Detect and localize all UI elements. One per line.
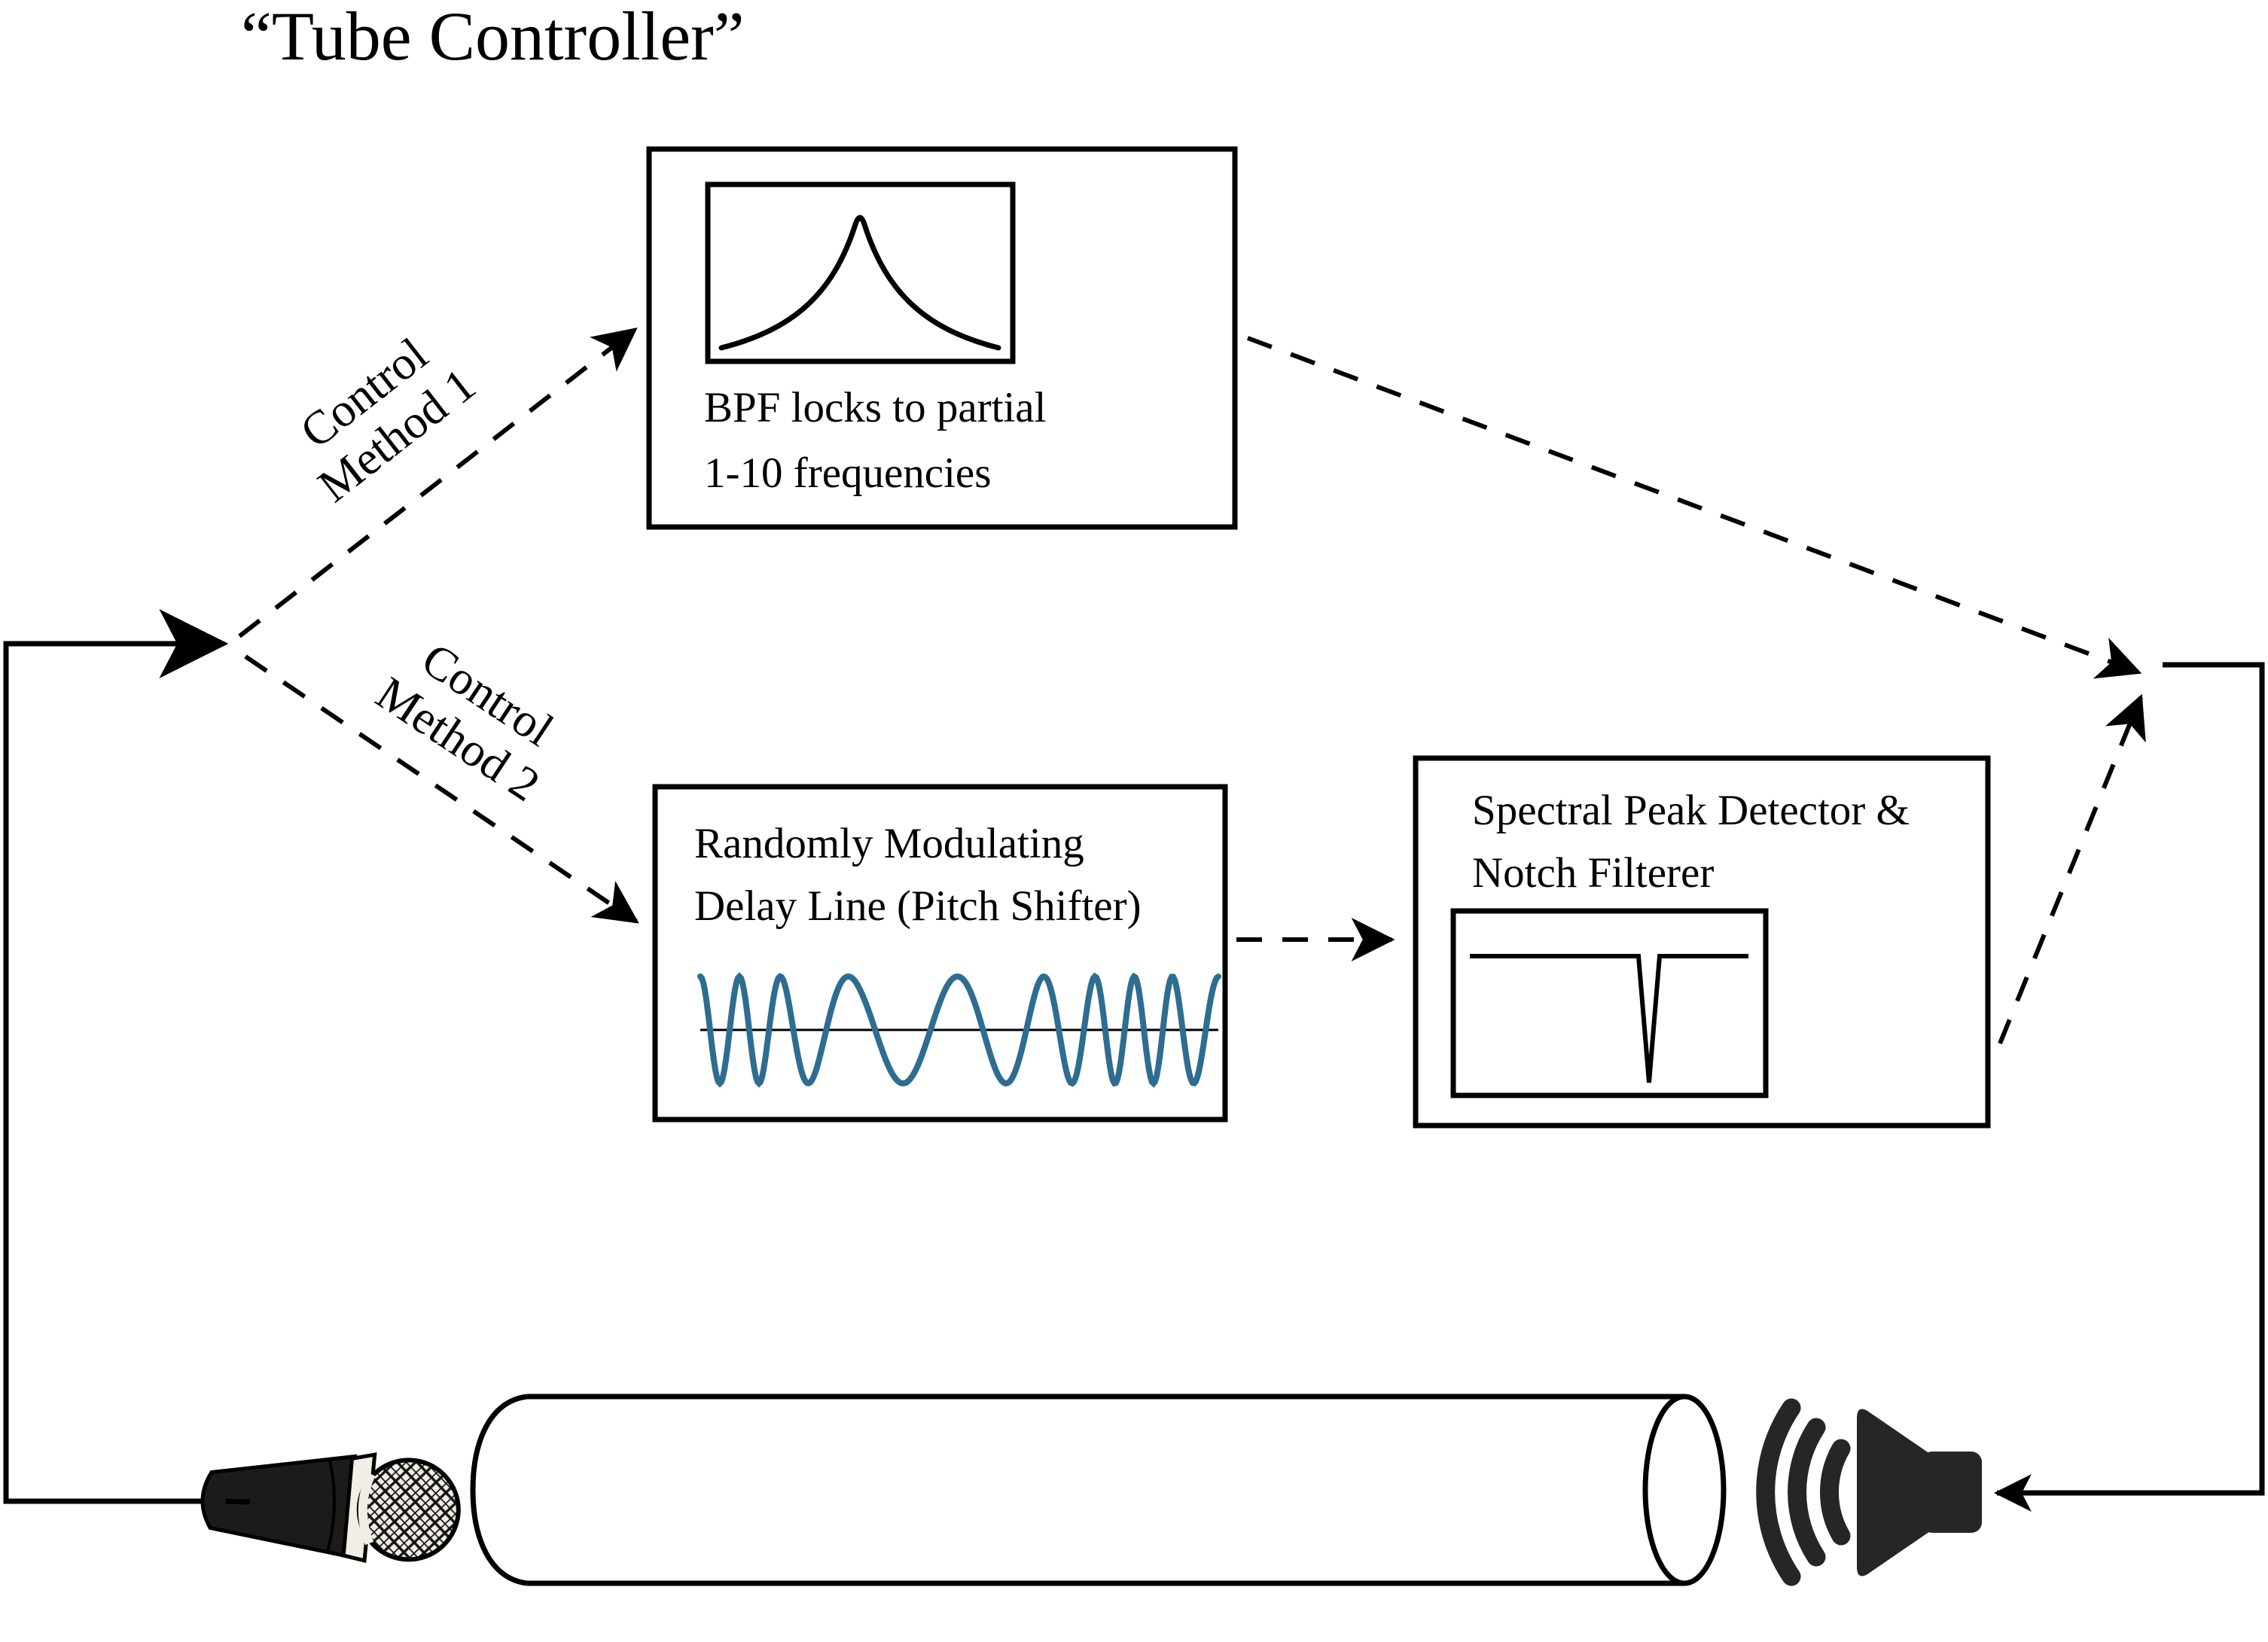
tube-body [470,1394,1684,1586]
bandpass-response-icon [705,181,1016,364]
bpf-box-text-line1: BPF locks to partial [704,384,1047,431]
mic-grille [356,1458,461,1562]
tube-open-end [1642,1394,1727,1586]
delay-box-text-line1: Randomly Modulating [694,820,1084,867]
mic-body-seam [325,1458,336,1555]
speaker-icon [1756,1398,1982,1586]
notch-response-icon [1450,908,1769,1098]
spectral-output-arrow [1998,693,2146,1045]
control-method-1-arrow [238,327,638,638]
speaker-wave-outer [1756,1398,1801,1586]
notch-curve [1470,954,1748,1083]
modulated-wave-icon [697,972,1221,1088]
speaker-magnet [1922,1452,1982,1533]
bandpass-curve [718,215,1001,351]
microphone-icon [200,1452,461,1563]
speaker-wave-inner [1819,1439,1851,1546]
mic-cable-stub [225,1498,251,1505]
spectral-box-text-line2: Notch Filterer [1472,849,1715,897]
mic-body [200,1454,358,1560]
spectral-box-text-line1: Spectral Peak Detector & [1472,787,1910,834]
speaker-cone [1857,1409,1932,1577]
bpf-output-arrow [1246,336,2142,679]
controller-to-speaker-line [1993,662,2265,1512]
control-method-2-arrow [244,654,639,924]
bpf-box-text-line2: 1-10 frequencies [704,449,992,497]
mic-grille-highlight [358,1472,376,1546]
delay-line-box [652,784,1228,1123]
mic-to-controller-line [3,609,250,1504]
page-title: “Tube Controller” [241,0,745,75]
speaker-wave-middle [1788,1418,1826,1567]
tube-icon [470,1394,1727,1586]
delay-box-text-line2: Delay Line (Pitch Shifter) [694,882,1142,930]
